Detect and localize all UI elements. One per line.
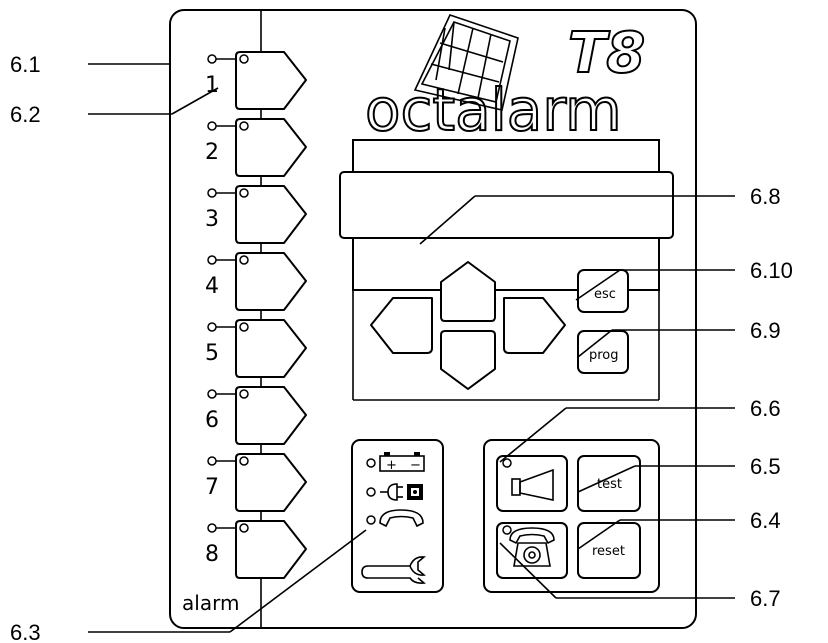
leader-6-5 <box>577 465 636 493</box>
zone-button-5[interactable] <box>235 319 307 378</box>
esc-button[interactable] <box>577 269 629 313</box>
zone-button-led-8 <box>239 523 249 533</box>
callout-6-2: 6.2 <box>10 102 41 127</box>
zone-list: 1 2 3 4 5 6 7 8 <box>205 51 307 579</box>
prog-button-label: prog <box>589 348 619 363</box>
zone-button-4[interactable] <box>235 252 307 311</box>
telephone-line-icon <box>379 509 424 528</box>
leader-6-2-angled <box>171 87 219 115</box>
zone-button-led-6 <box>239 389 249 399</box>
arrow-right-button[interactable] <box>503 297 566 354</box>
battery-led <box>366 458 376 468</box>
leader-6-3-angled <box>229 529 367 633</box>
callout-6-10: 6.10 <box>750 258 793 283</box>
zone-7[interactable]: 7 <box>205 453 307 512</box>
reset-button[interactable] <box>577 522 641 579</box>
zone-2[interactable]: 2 <box>205 118 307 177</box>
telephone-icon <box>509 527 555 567</box>
svg-text:−: − <box>410 458 421 473</box>
zone-button-led-7 <box>239 456 249 466</box>
zone-button-7[interactable] <box>235 453 307 512</box>
prog-button[interactable] <box>577 330 629 374</box>
display-bezel <box>352 139 660 173</box>
arrow-up-button[interactable] <box>440 261 496 322</box>
octalarm-logo-cube-icon <box>413 14 519 111</box>
zone-number-6: 6 <box>205 408 219 433</box>
svg-text:+: + <box>386 458 397 473</box>
zone-3[interactable]: 3 <box>205 185 307 244</box>
leader-6-4 <box>577 519 621 550</box>
zone-led-5 <box>207 322 217 332</box>
mains-plug-icon <box>380 483 423 501</box>
lcd-display <box>339 171 674 239</box>
zone-led-1 <box>207 54 217 64</box>
zone-led-6 <box>207 389 217 399</box>
callout-6-9: 6.9 <box>750 318 781 343</box>
zone-number-5: 5 <box>205 341 219 366</box>
battery-icon: + − <box>379 452 425 473</box>
callout-6-5: 6.5 <box>750 454 781 479</box>
zone-led-3 <box>207 188 217 198</box>
esc-button-label: esc <box>594 287 616 302</box>
zone-button-2[interactable] <box>235 118 307 177</box>
leader-6-10 <box>575 269 621 301</box>
zone-button-led-3 <box>239 188 249 198</box>
zone-led-4 <box>207 255 217 265</box>
zone-1[interactable]: 1 <box>205 51 307 110</box>
reset-button-label: reset <box>592 544 625 559</box>
callout-6-4: 6.4 <box>750 508 781 533</box>
horn-button[interactable] <box>496 455 568 512</box>
zone-button-8[interactable] <box>235 520 307 579</box>
zone-number-1: 1 <box>205 73 219 98</box>
zone-8[interactable]: 8 <box>205 520 307 579</box>
zone-number-7: 7 <box>205 475 219 500</box>
zone-button-6[interactable] <box>235 386 307 445</box>
zone-button-led-1 <box>239 54 249 64</box>
wrench-icon <box>361 556 426 584</box>
zone-6[interactable]: 6 <box>205 386 307 445</box>
leader-6-9 <box>577 329 613 358</box>
leader-6-6 <box>499 407 567 463</box>
alarm-label: alarm <box>182 591 239 615</box>
callout-6-7: 6.7 <box>750 586 781 611</box>
arrow-left-button[interactable] <box>370 297 433 354</box>
zone-button-led-4 <box>239 255 249 265</box>
zone-number-4: 4 <box>205 274 219 299</box>
phone-line-led <box>366 515 376 525</box>
leader-6-8 <box>419 195 476 245</box>
zone-led-2 <box>207 121 217 131</box>
test-button-label: test <box>597 477 622 492</box>
zone-number-2: 2 <box>205 140 219 165</box>
model-mark: T8 <box>568 21 645 86</box>
callout-6-1: 6.1 <box>10 52 41 77</box>
zone-led-8 <box>207 523 217 533</box>
arrow-down-button[interactable] <box>440 330 496 390</box>
zone-5[interactable]: 5 <box>205 319 307 378</box>
mains-led <box>366 487 376 497</box>
telephone-led <box>502 525 512 535</box>
zone-button-1[interactable] <box>235 51 307 110</box>
zone-button-3[interactable] <box>235 185 307 244</box>
zone-led-7 <box>207 456 217 466</box>
callout-6-6: 6.6 <box>750 396 781 421</box>
brand-wordmark: octalarm <box>365 76 622 144</box>
horn-icon <box>511 468 554 501</box>
callout-6-3: 6.3 <box>10 620 41 643</box>
horn-led <box>502 458 512 468</box>
zone-button-led-2 <box>239 121 249 131</box>
zone-number-8: 8 <box>205 542 219 567</box>
zone-number-3: 3 <box>205 207 219 232</box>
leader-6-7 <box>499 542 557 599</box>
test-button[interactable] <box>577 455 641 512</box>
callout-6-8: 6.8 <box>750 184 781 209</box>
zone-4[interactable]: 4 <box>205 252 307 311</box>
zone-button-led-5 <box>239 322 249 332</box>
